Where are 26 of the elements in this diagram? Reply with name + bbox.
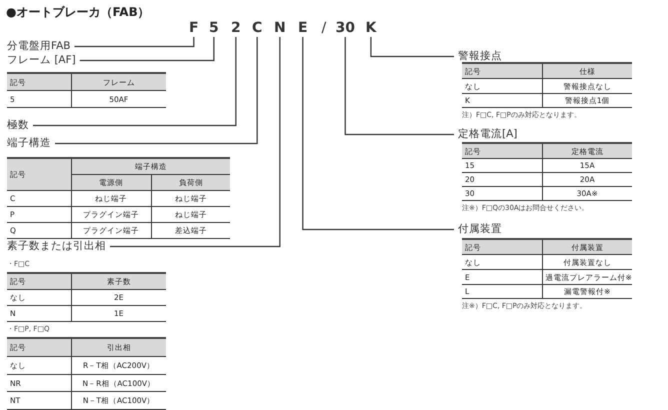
section-heading: 極数 <box>7 119 29 132</box>
title: ●オートブレーカ（FAB） <box>6 4 150 21</box>
leader-line <box>80 37 214 62</box>
leader-line <box>344 37 454 136</box>
leader-line <box>110 37 280 248</box>
leader-line <box>370 37 454 58</box>
code-letter: E <box>298 20 308 36</box>
leader-line <box>74 37 194 48</box>
section-heading: 付属装置 <box>458 223 502 236</box>
code-letter: K <box>366 20 376 36</box>
leader-line <box>55 37 258 144</box>
section-heading: 定格電流[A] <box>458 128 518 141</box>
code-separator: / <box>322 20 326 36</box>
section-heading: 端子構造 <box>7 137 51 150</box>
section-heading: フレーム [AF] <box>7 54 76 67</box>
code-letter: 5 <box>209 20 219 36</box>
code-letter: N <box>274 20 286 36</box>
section-heading: 分電盤用FAB <box>7 40 70 53</box>
code-letter: 30 <box>336 20 355 36</box>
section-heading: 警報接点 <box>458 50 502 63</box>
code-letter: 2 <box>231 20 241 36</box>
code-letter: C <box>252 20 262 36</box>
leader-line <box>33 37 236 126</box>
leader-line <box>302 37 454 230</box>
section-heading: 素子数または引出相 <box>7 240 106 253</box>
code-letter: F <box>189 20 199 36</box>
